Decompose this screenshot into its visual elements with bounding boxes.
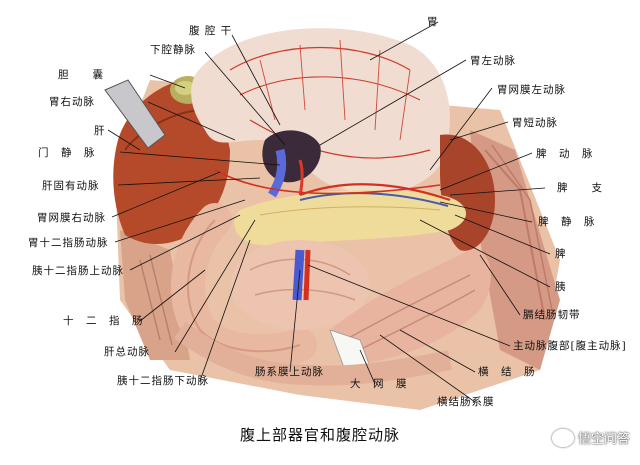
label-gallbladder: 胆 囊 xyxy=(58,69,104,81)
label-spleen: 脾 xyxy=(555,248,567,260)
label-gastroduodenal-artery: 胃十二指肠动脉 xyxy=(28,237,109,249)
label-inferior-pancreaticoduodenal-artery: 胰十二指肠下动脉 xyxy=(117,375,209,387)
label-superior-mesenteric-artery: 肠系膜上动脉 xyxy=(255,366,324,378)
label-ivc: 下腔静脉 xyxy=(150,44,196,56)
watermark-text: 悟空问答 xyxy=(577,432,630,447)
retractor xyxy=(104,79,166,149)
label-stomach: 胃 xyxy=(427,16,439,28)
splenic-artery xyxy=(299,183,451,202)
label-proper-hepatic-artery: 肝固有动脉 xyxy=(42,180,100,192)
label-spleen-pedicle: 脾 支 xyxy=(557,182,603,194)
label-celiac-trunk: 腹 腔 干 xyxy=(189,25,233,37)
watermark: 悟空问答 xyxy=(551,428,630,447)
label-splenic-vein: 脾 静 脉 xyxy=(538,216,596,228)
label-splenic-artery: 脾 动 脉 xyxy=(536,148,594,160)
figure-caption: 腹上部器官和腹腔动脉 xyxy=(239,426,400,444)
label-liver: 肝 xyxy=(94,125,106,137)
label-left-gastric-artery: 胃左动脉 xyxy=(470,55,516,67)
leader-lines xyxy=(107,21,551,403)
speech-bubble-icon xyxy=(551,428,574,447)
body-wall-left xyxy=(120,230,190,360)
label-transverse-mesocolon: 横结肠系膜 xyxy=(437,396,495,408)
label-phrenicocolic-ligament: 膈结肠韧带 xyxy=(523,309,581,321)
label-short-gastric-artery: 胃短动脉 xyxy=(512,117,558,129)
label-abdominal-aorta: 主动脉腹部[腹主动脉] xyxy=(513,340,627,352)
portal-vein xyxy=(268,148,287,198)
label-superior-pancreaticoduodenal-artery: 胰十二指肠上动脉 xyxy=(32,265,124,277)
label-common-hepatic-artery: 肝总动脉 xyxy=(104,346,150,358)
pancreas xyxy=(234,190,467,246)
label-duodenum: 十 二 指 肠 xyxy=(63,315,144,327)
label-transverse-colon: 横 结 肠 xyxy=(478,366,536,378)
label-right-gastric-artery: 胃右动脉 xyxy=(49,96,95,108)
lower-bowel xyxy=(174,321,452,386)
label-left-gastroepiploic-artery: 胃网膜左动脉 xyxy=(497,84,566,96)
label-portal-vein: 门 静 脉 xyxy=(38,147,96,159)
label-pancreas: 胰 xyxy=(555,281,567,293)
label-right-gastroepiploic-artery: 胃网膜右动脉 xyxy=(37,212,106,224)
stomach xyxy=(191,28,450,194)
transverse-colon xyxy=(330,249,491,365)
label-greater-omentum: 大 网 膜 xyxy=(350,378,408,390)
